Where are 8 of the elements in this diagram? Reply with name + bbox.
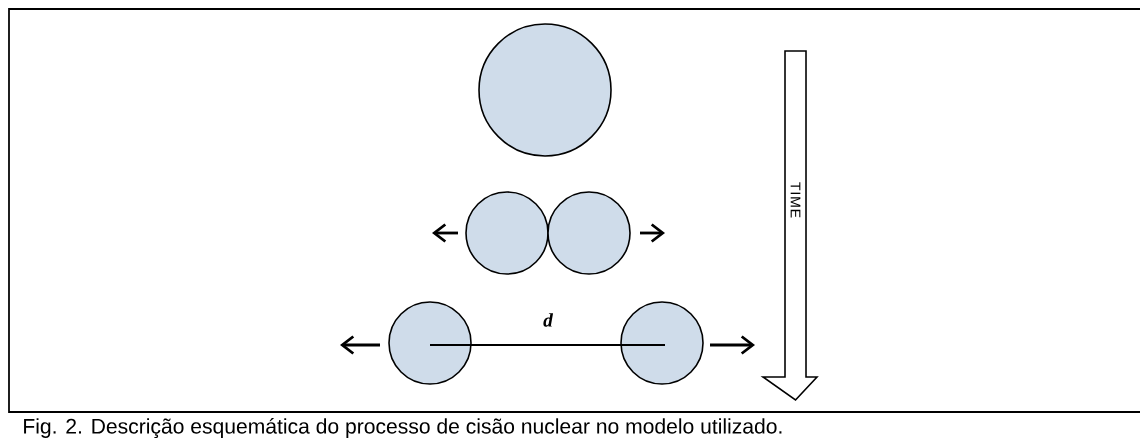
dimension-label: d xyxy=(543,313,554,327)
axis-label: TIME xyxy=(790,182,801,218)
circle xyxy=(547,191,631,275)
circle xyxy=(478,23,612,157)
circle xyxy=(620,301,704,385)
caption: Fig. 2. Descrição esquemática do processo de cisão nuclear no modelo utilizado. xyxy=(24,418,782,438)
circle xyxy=(465,191,549,275)
circle xyxy=(388,301,472,385)
